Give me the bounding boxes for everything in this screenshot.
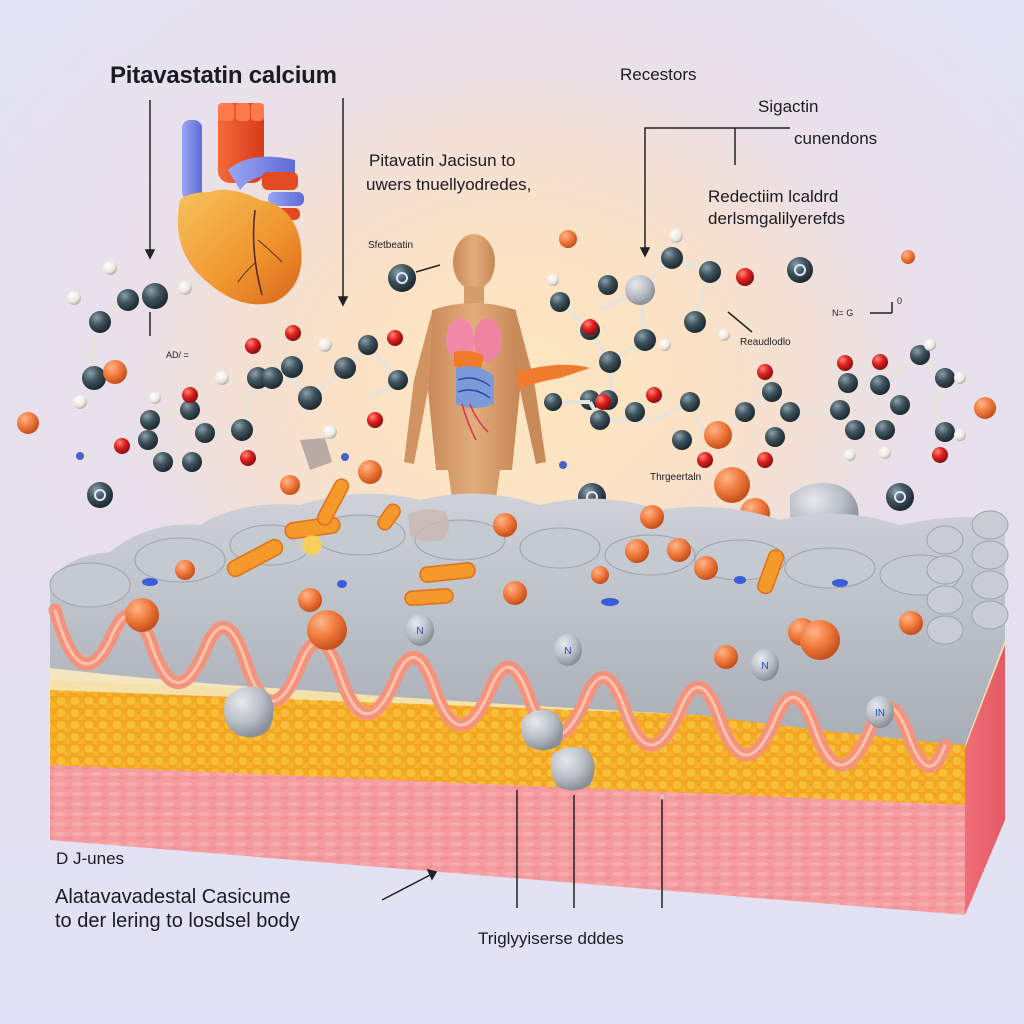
label-receptors: Recestors [620,65,697,84]
heart-illustration [177,103,304,305]
leader-lines [144,98,893,908]
label-formula-sup: 0 [897,296,903,306]
label-right-small: Reaudlodlo [740,337,791,348]
tissue-cross-section: N N N IN [48,475,1009,915]
label-cunendons: cunendons [794,129,878,148]
svg-text:N: N [564,646,571,657]
label-center-line1: Pitavatin Jacisun to [369,151,516,170]
label-center-line2: uwers tnuellyodredes, [366,175,532,194]
molecule-upper-right [547,229,754,410]
label-bottom-left-line2: to der lering to losdsel body [55,910,300,932]
label-formula-fragment: N= G [832,308,854,318]
molecule-center-left [114,325,408,472]
label-reduction-line2: derlsmgalilyerefds [708,209,845,228]
label-reduction-line1: Redectiim lcaldrd [708,187,839,206]
label-left-small: AD/ = [166,350,189,360]
svg-text:IN: IN [875,708,885,719]
molecule-upper-left [67,261,192,409]
label-bottom-left-line1: Alatavavadestal Casicume [55,886,291,908]
label-bottom-center: Triglyyiserse dddes [478,929,624,948]
svg-text:N: N [761,661,768,672]
svg-text:N: N [416,626,423,637]
label-thyroid-small: Thrgeertaln [650,472,702,483]
label-sigactin: Sigactin [758,97,819,116]
human-figure [404,234,590,540]
label-molecule-small: Sfetbeatin [368,240,414,251]
label-bottom-left-heading: D J-unes [56,849,125,868]
molecule-right-chain [544,339,966,468]
diagram-title: Pitavastatin calcium [110,62,337,89]
